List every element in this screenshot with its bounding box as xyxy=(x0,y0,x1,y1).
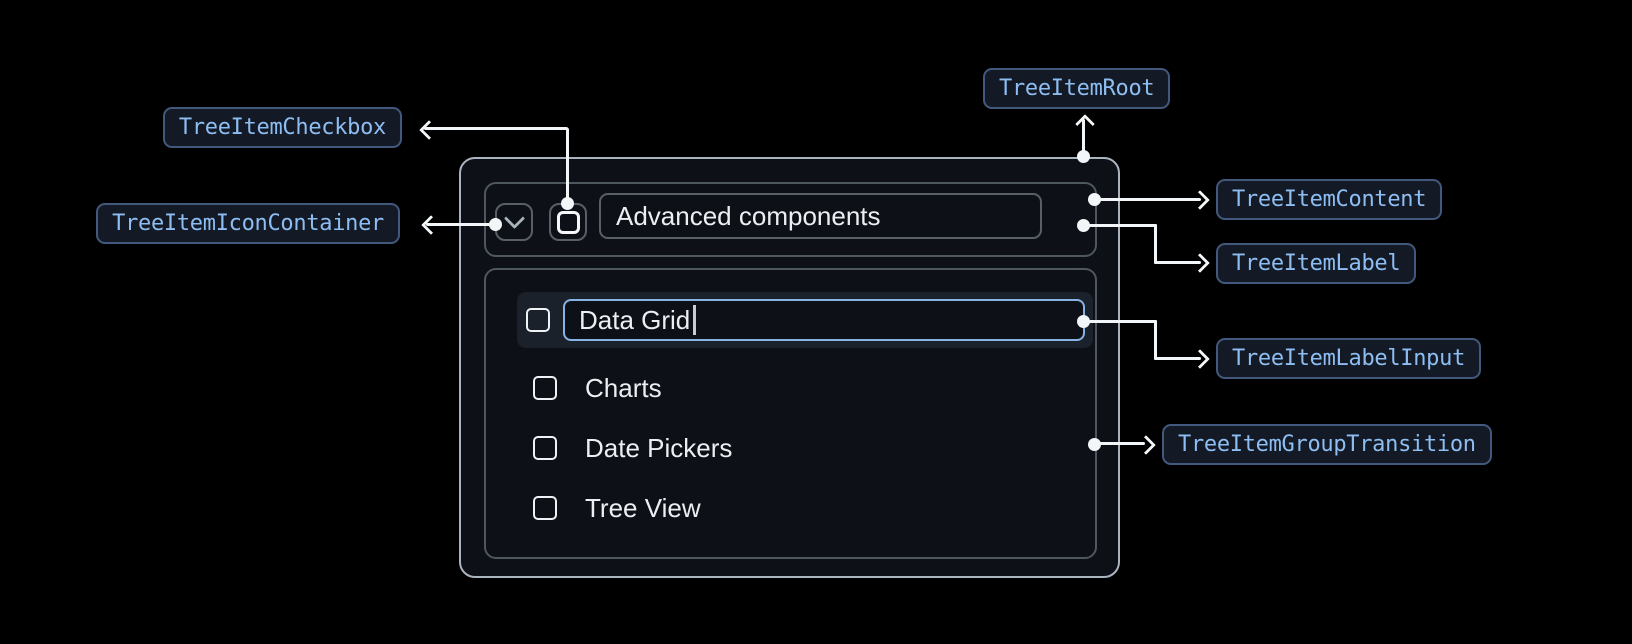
annotation-tree-item-content: TreeItemContent xyxy=(1216,179,1443,220)
tree-item-label-text: Advanced components xyxy=(616,200,881,231)
tree-item-content[interactable]: Advanced components xyxy=(484,182,1097,257)
checkbox-unchecked-icon[interactable] xyxy=(533,376,557,400)
connector-line xyxy=(1154,224,1157,264)
checkbox-unchecked-icon[interactable] xyxy=(533,496,557,520)
tree-item-label-text: Tree View xyxy=(585,492,701,523)
anchor-dot xyxy=(1077,219,1090,232)
connector-line xyxy=(1082,119,1085,158)
connector-line xyxy=(1095,442,1145,445)
label-input-value: Data Grid xyxy=(579,304,691,335)
connector-line xyxy=(1154,261,1201,264)
tree-item-group-transition: Data Grid Charts Date Pickers Tree View xyxy=(484,268,1097,559)
connector-line xyxy=(1084,224,1157,227)
anchor-dot xyxy=(1088,438,1101,451)
anchor-dot xyxy=(1088,193,1101,206)
connector-line xyxy=(566,128,569,205)
anchor-dot xyxy=(1077,315,1090,328)
arrow-left-icon xyxy=(419,120,439,140)
checkbox-unchecked-icon[interactable] xyxy=(533,436,557,460)
chevron-down-icon xyxy=(503,207,525,230)
arrow-right-icon xyxy=(1190,253,1210,273)
tree-item-label[interactable]: Advanced components xyxy=(599,193,1042,239)
tree-item-label-input[interactable]: Data Grid xyxy=(563,299,1085,341)
tree-item-row[interactable]: Date Pickers xyxy=(533,431,732,465)
tree-item-row[interactable]: Charts xyxy=(533,371,662,405)
annotation-tree-item-checkbox: TreeItemCheckbox xyxy=(162,107,402,148)
connector-line xyxy=(426,223,498,226)
arrow-up-icon xyxy=(1075,114,1095,134)
annotation-tree-item-icon-container: TreeItemIconContainer xyxy=(96,203,400,244)
annotation-tree-item-group-transition: TreeItemGroupTransition xyxy=(1162,424,1492,465)
connector-line xyxy=(424,127,568,130)
tree-item-root: Advanced components Data Grid Charts Dat… xyxy=(459,157,1120,578)
annotation-tree-item-label-input: TreeItemLabelInput xyxy=(1216,338,1482,379)
connector-line xyxy=(1154,357,1201,360)
text-cursor xyxy=(693,305,696,335)
checkbox-unchecked-icon[interactable] xyxy=(526,308,550,332)
annotation-tree-item-root: TreeItemRoot xyxy=(983,68,1171,109)
anchor-dot xyxy=(1077,150,1090,163)
arrow-right-icon xyxy=(1190,190,1210,210)
connector-line xyxy=(1095,198,1201,201)
anchor-dot xyxy=(561,197,574,210)
arrow-left-icon xyxy=(421,215,441,235)
arrow-right-icon xyxy=(1190,349,1210,369)
tree-item-row-editing[interactable]: Data Grid xyxy=(517,292,1093,348)
annotation-tree-item-label: TreeItemLabel xyxy=(1216,243,1417,284)
tree-item-row[interactable]: Tree View xyxy=(533,491,701,525)
tree-item-label-text: Date Pickers xyxy=(585,432,733,463)
connector-line xyxy=(1154,320,1157,360)
arrow-right-icon xyxy=(1136,435,1156,455)
connector-line xyxy=(1084,320,1157,323)
anchor-dot xyxy=(489,218,502,231)
tree-item-label-text: Charts xyxy=(585,372,662,403)
checkbox-unchecked-icon xyxy=(556,210,580,234)
